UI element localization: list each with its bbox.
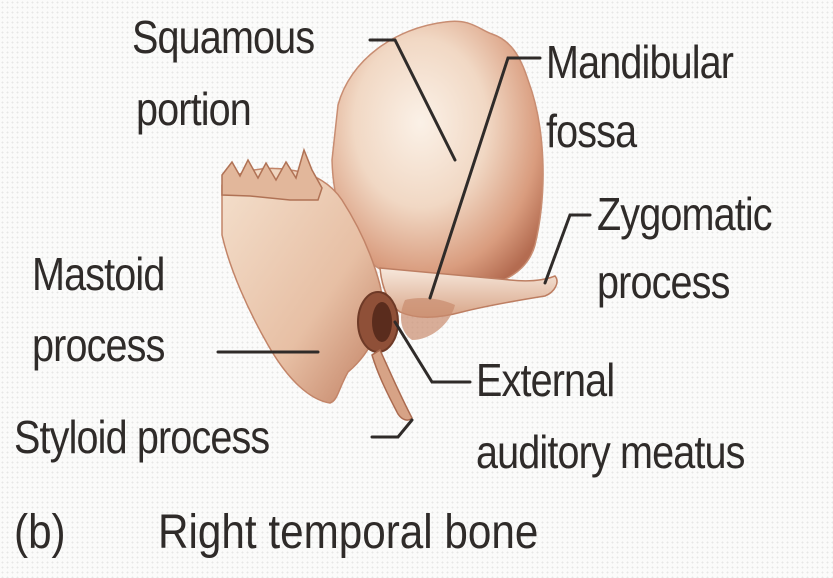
- label-zygomatic-line1: Zygomatic: [597, 187, 772, 241]
- leader-zygomatic: [545, 215, 590, 283]
- label-squamous-line1: Squamous: [132, 10, 314, 64]
- label-mastoid-line2: process: [32, 318, 165, 372]
- label-styloid: Styloid process: [14, 410, 269, 464]
- styloid-process-shape: [372, 350, 412, 420]
- label-squamous-line2: portion: [136, 82, 251, 136]
- label-external-line1: External: [476, 353, 614, 407]
- mandibular-fossa-shape: [401, 298, 455, 340]
- leader-styloid: [372, 420, 412, 437]
- label-external-line2: auditory meatus: [476, 425, 745, 479]
- meatus-opening: [372, 302, 392, 342]
- label-zygomatic-line2: process: [597, 255, 730, 309]
- caption-panel-letter: (b): [14, 505, 66, 561]
- label-mastoid-line1: Mastoid: [32, 247, 165, 301]
- label-mandibular-line2: fossa: [546, 104, 636, 158]
- serrated-edge: [222, 150, 322, 200]
- caption-title: Right temporal bone: [158, 505, 538, 561]
- label-mandibular-line1: Mandibular: [546, 35, 733, 89]
